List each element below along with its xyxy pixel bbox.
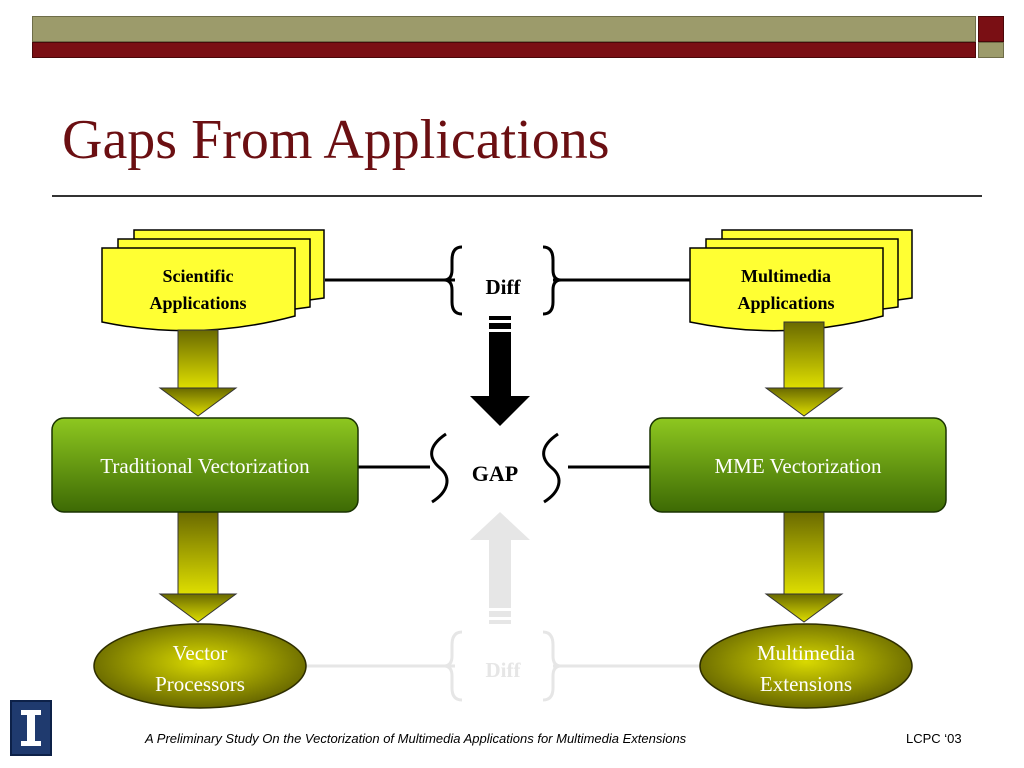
brace-left-top bbox=[443, 245, 463, 316]
title-underline bbox=[52, 195, 982, 197]
vector-processors-oval bbox=[93, 623, 307, 709]
vector-processors-line2: Processors bbox=[155, 672, 245, 696]
footer-paper-title: A Preliminary Study On the Vectorization… bbox=[145, 731, 687, 746]
multimedia-applications-doc: Multimedia Applications bbox=[689, 229, 913, 332]
scientific-label-line1: Scientific bbox=[163, 266, 234, 286]
gap-squiggle-left bbox=[430, 432, 449, 504]
traditional-vectorization-box bbox=[51, 417, 359, 513]
diff-label-top: Diff bbox=[486, 275, 522, 299]
scientific-applications-doc: Scientific Applications bbox=[101, 229, 325, 332]
header-corner-maroon bbox=[978, 16, 1004, 42]
vector-processors-line1: Vector bbox=[173, 641, 228, 665]
brace-right-top bbox=[542, 245, 562, 316]
header-corner-olive bbox=[978, 42, 1004, 58]
traditional-vectorization-label: Traditional Vectorization bbox=[100, 454, 310, 478]
arrow-mme-to-extensions bbox=[764, 511, 844, 623]
header-bar-maroon bbox=[32, 42, 976, 58]
arrow-scientific-to-traditional bbox=[158, 329, 238, 417]
multimedia-label-line1: Multimedia bbox=[741, 266, 831, 286]
gap-label: GAP bbox=[472, 461, 518, 486]
scientific-label-line2: Applications bbox=[149, 293, 246, 313]
brace-right-bottom bbox=[542, 630, 562, 702]
diff-label-bottom: Diff bbox=[486, 658, 522, 682]
gap-squiggle-right bbox=[542, 432, 561, 504]
multimedia-extensions-line1: Multimedia bbox=[757, 641, 856, 665]
arrow-multimedia-to-mme bbox=[764, 321, 844, 417]
multimedia-extensions-line2: Extensions bbox=[760, 672, 852, 696]
footer-conference: LCPC ‘03 bbox=[906, 731, 962, 746]
slide-title: Gaps From Applications bbox=[62, 109, 610, 171]
brace-left-bottom bbox=[443, 630, 463, 702]
university-logo-icon bbox=[10, 700, 52, 756]
arrow-traditional-to-vector bbox=[158, 511, 238, 623]
faded-up-arrow bbox=[470, 512, 530, 624]
diff-down-arrow bbox=[470, 316, 530, 426]
multimedia-label-line2: Applications bbox=[737, 293, 834, 313]
header-bar-olive bbox=[32, 16, 976, 42]
multimedia-extensions-oval bbox=[699, 623, 913, 709]
mme-vectorization-label: MME Vectorization bbox=[715, 454, 882, 478]
mme-vectorization-box bbox=[649, 417, 947, 513]
